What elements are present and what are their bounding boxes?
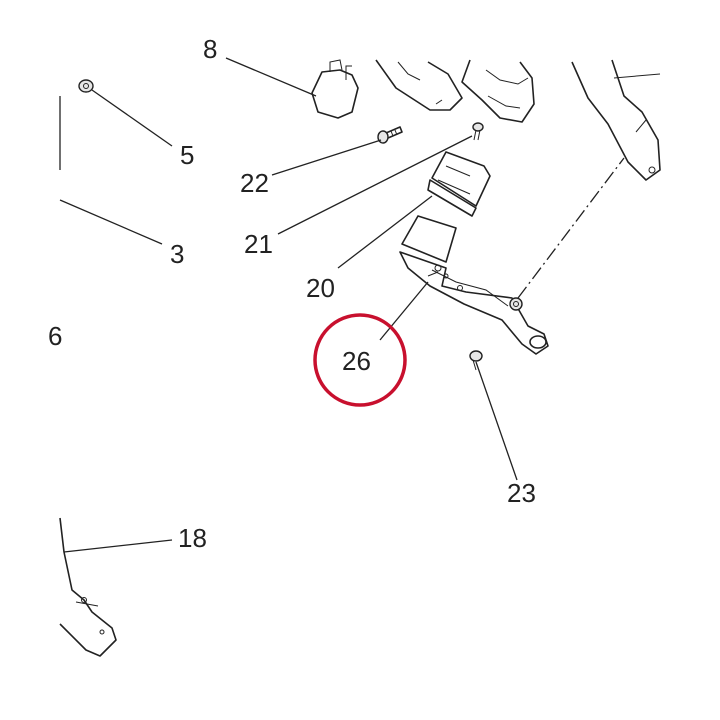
callout-21: 21 <box>244 229 273 259</box>
mount-plate-top <box>375 59 463 111</box>
leader-line-23 <box>475 361 518 481</box>
leader-line-21 <box>277 135 473 235</box>
housing-top <box>461 59 535 123</box>
leader-line-22 <box>271 139 382 176</box>
pedal-pad-20 <box>427 151 491 217</box>
highlight-circle-26 <box>313 313 407 407</box>
callout-5: 5 <box>180 140 194 170</box>
screw-23 <box>469 350 483 371</box>
callout-20: 20 <box>306 273 335 303</box>
leader-line-26 <box>379 281 429 341</box>
screw-21 <box>472 122 484 141</box>
bolt-5 <box>78 79 94 93</box>
callout-18: 18 <box>178 523 207 553</box>
pedal-lever-26 <box>399 215 549 355</box>
leader-line-top <box>225 57 317 97</box>
bracket-top-left <box>311 59 359 119</box>
callout-22: 22 <box>240 168 269 198</box>
callout-6-partial: 6 <box>48 321 62 351</box>
callout-23: 23 <box>507 478 536 508</box>
leader-line-20 <box>337 195 433 269</box>
leader-line-5 <box>91 89 173 147</box>
leader-line-3 <box>59 199 163 245</box>
callout-26: 26 <box>342 346 371 376</box>
assembly-axis-line <box>517 157 625 299</box>
callout-3: 3 <box>170 239 184 269</box>
arm-top-right <box>571 59 661 181</box>
screw-22 <box>377 126 403 144</box>
leader-line-18 <box>63 539 173 553</box>
callout-top-partial: 8 <box>203 34 217 64</box>
bracket-18 <box>59 517 117 657</box>
